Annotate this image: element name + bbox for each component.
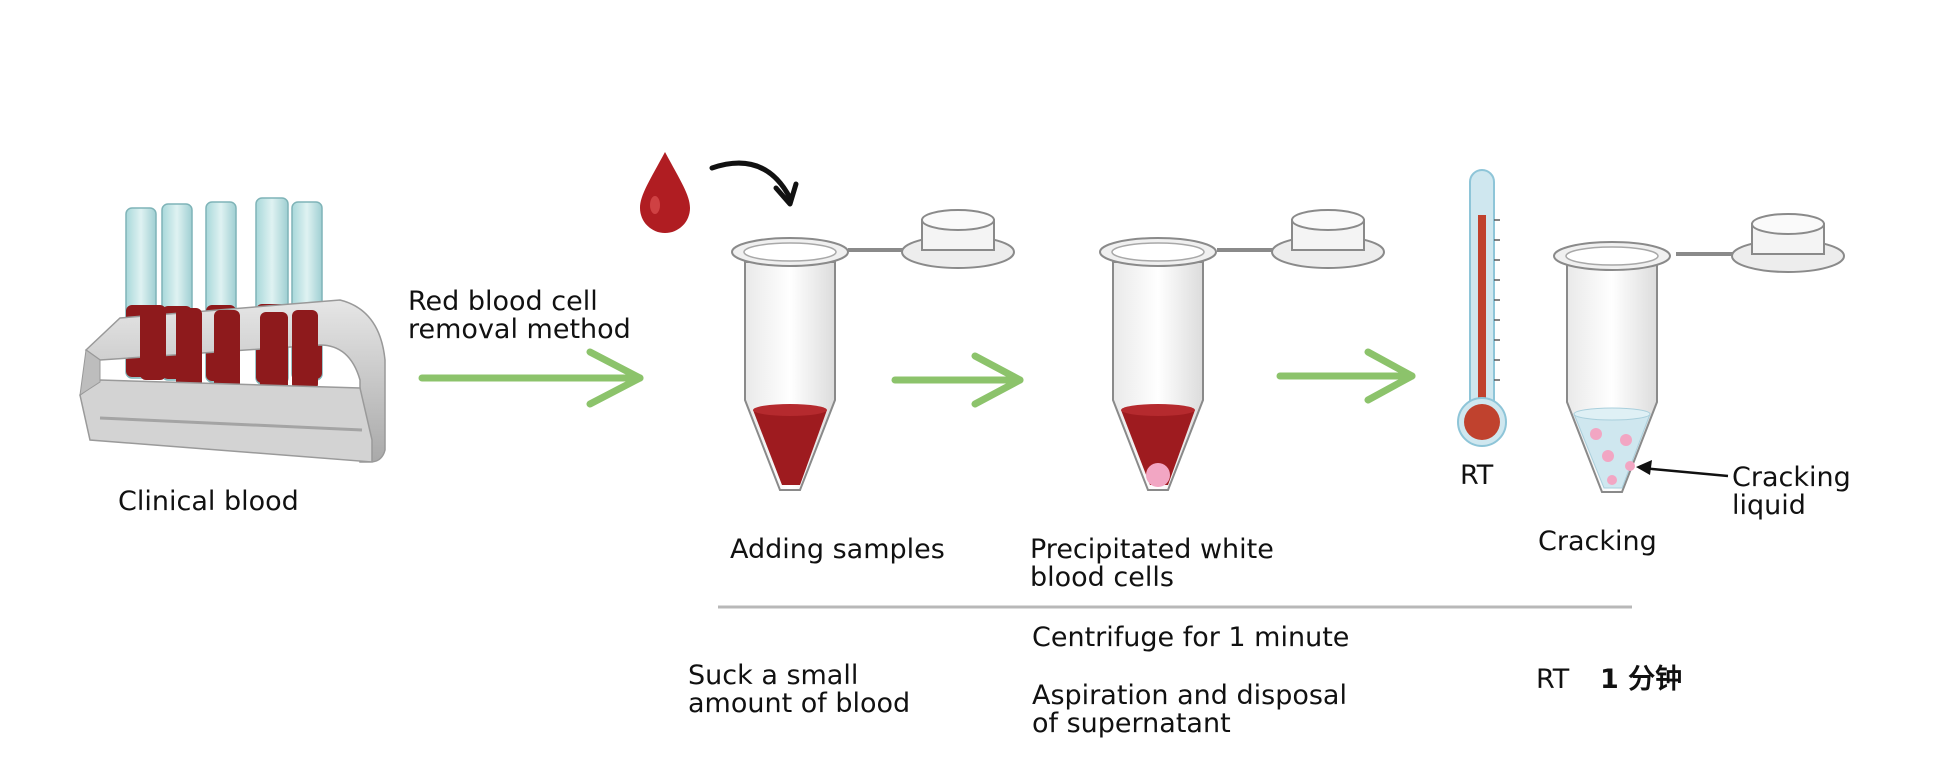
centrifuge-label: Centrifuge for 1 minute [1032, 622, 1350, 653]
adding-samples-label: Adding samples [730, 534, 945, 565]
microtube-icon [731, 209, 1015, 491]
precipitated-line-2: blood cells [1030, 562, 1174, 593]
clinical-blood-label: Clinical blood [118, 486, 299, 517]
aspiration-line-2: of supernatant [1032, 708, 1231, 739]
blood-drop-icon [640, 152, 690, 233]
one-minute-label: 1 分钟 [1600, 664, 1683, 695]
suck-blood-line-1: Suck a small [688, 660, 859, 691]
cracking-liquid-line-1: Cracking [1732, 462, 1851, 493]
flow-arrow-icon [891, 352, 1024, 408]
rbc-removal-label: Red blood cell removal method [408, 288, 631, 344]
flow-arrow-icon [418, 348, 644, 408]
cracking-liquid-label: Cracking liquid [1732, 464, 1851, 520]
microtube-icon [1099, 209, 1385, 491]
precipitated-line-1: Precipitated white [1030, 534, 1274, 565]
rt-step-label: RT [1536, 664, 1570, 695]
precipitated-label: Precipitated white blood cells [1030, 536, 1274, 592]
suck-blood-label: Suck a small amount of blood [688, 662, 910, 718]
pointer-arrow-icon [1636, 460, 1729, 478]
rbc-removal-line-1: Red blood cell [408, 286, 598, 317]
aspiration-line-1: Aspiration and disposal [1032, 680, 1347, 711]
cracking-label: Cracking [1538, 526, 1657, 557]
flow-arrow-icon [1276, 348, 1416, 404]
rbc-removal-line-2: removal method [408, 314, 631, 345]
aspiration-label: Aspiration and disposal of supernatant [1032, 682, 1347, 738]
suck-blood-line-2: amount of blood [688, 688, 911, 719]
curved-arrow-icon [709, 160, 799, 207]
rt-thermometer-label: RT [1460, 460, 1494, 491]
test-tube-rack-icon [79, 197, 386, 463]
thermometer-icon [1457, 169, 1507, 447]
cracking-liquid-line-2: liquid [1732, 490, 1806, 521]
microtube-icon [1553, 213, 1845, 493]
